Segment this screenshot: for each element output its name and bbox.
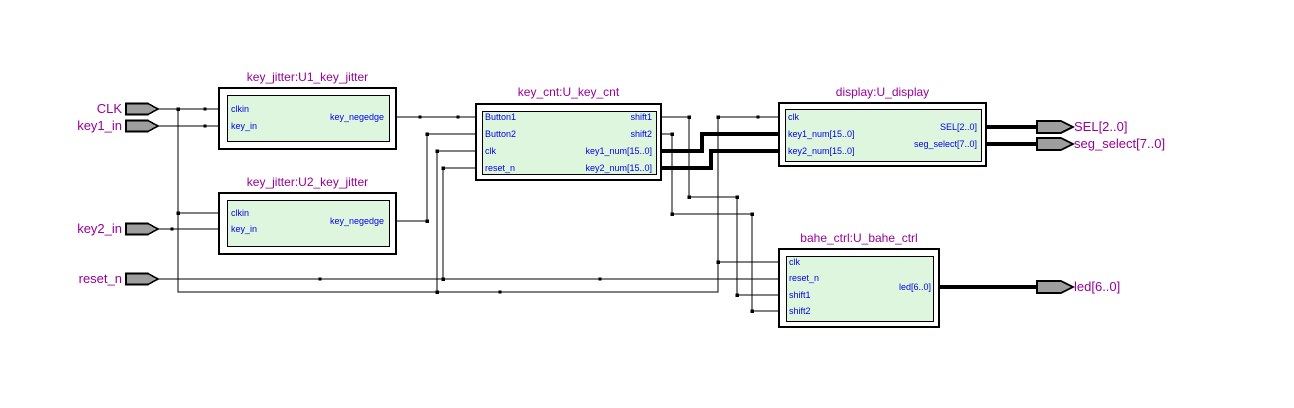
input-pin-label-reset-n: reset_n	[78, 271, 122, 286]
wire-tick	[687, 115, 691, 119]
port-keycnt-key1-num: key1_num[15..0]	[585, 146, 652, 156]
port-bahe-shift2: shift2	[789, 306, 811, 316]
wire-tick	[456, 115, 460, 119]
wire-tick	[441, 277, 445, 281]
port-display-sel: SEL[2..0]	[939, 122, 977, 132]
port-bahe-reset-n: reset_n	[789, 273, 820, 283]
wire-tick	[498, 290, 502, 294]
port-keycnt-reset-n: reset_n	[485, 163, 516, 173]
input-pin-label-key1-in: key1_in	[77, 118, 122, 133]
output-pin-label-seg-select: seg_select[7..0]	[1074, 136, 1166, 151]
port-bahe-shift1: shift1	[789, 290, 811, 300]
block-key-cnt[interactable]	[475, 103, 662, 181]
block-u1-key-jitter[interactable]	[218, 87, 397, 150]
block-bahe-ctrl-inner	[786, 256, 934, 322]
wire-tick	[670, 132, 674, 136]
input-pin-key2-in[interactable]	[125, 222, 160, 236]
block-u2-key-jitter[interactable]	[218, 192, 397, 255]
port-keycnt-key2-num: key2_num[15..0]	[585, 163, 652, 173]
wire-tick	[176, 211, 180, 215]
port-u1-key-in: key_in	[231, 121, 258, 131]
net-shift2[interactable]	[656, 133, 785, 312]
wire-tick	[756, 115, 760, 119]
input-pin-label-clk: CLK	[96, 101, 122, 116]
block-display[interactable]	[778, 102, 987, 167]
block-title-bahe-ctrl: bahe_ctrl:U_bahe_ctrl	[800, 231, 918, 245]
wire-tick	[670, 212, 674, 216]
wire-tick	[425, 219, 429, 223]
port-display-clk: clk	[788, 112, 799, 122]
wire-tick	[425, 132, 429, 136]
wire-tick	[441, 166, 445, 170]
port-keycnt-clk: clk	[485, 146, 496, 156]
port-keycnt-button1: Button1	[485, 112, 517, 122]
input-pin-key1-in[interactable]	[125, 119, 160, 133]
output-pin-sel[interactable]	[1036, 120, 1076, 134]
wire-tick	[735, 293, 739, 297]
wire-tick	[735, 195, 739, 199]
wire-tick	[318, 277, 322, 281]
port-u2-key-in: key_in	[231, 224, 258, 234]
input-pin-reset-n[interactable]	[125, 272, 160, 286]
output-pin-led[interactable]	[1036, 280, 1076, 294]
port-display-key2-num: key2_num[15..0]	[788, 146, 855, 156]
wire-tick	[687, 195, 691, 199]
net-clk-rail[interactable]	[177, 109, 784, 293]
block-title-key-cnt: key_cnt:U_key_cnt	[517, 85, 620, 99]
port-display-seg-select: seg_select[7..0]	[913, 139, 977, 149]
wire-tick	[203, 107, 207, 111]
wire-tick	[750, 212, 754, 216]
port-keycnt-shift1: shift1	[630, 112, 652, 122]
port-bahe-led: led[6..0]	[898, 282, 931, 292]
output-pin-label-sel: SEL[2..0]	[1074, 119, 1128, 134]
wire-tick	[170, 227, 174, 231]
block-title-u1-key-jitter: key_jitter:U1_key_jitter	[246, 70, 369, 84]
wire-tick	[418, 115, 422, 119]
port-bahe-clk: clk	[789, 257, 800, 267]
wire-tick	[750, 309, 754, 313]
block-u1-inner	[227, 95, 390, 142]
net-resetn-to-keycnt[interactable]	[442, 167, 481, 279]
bus-key1num[interactable]	[654, 132, 784, 153]
port-u1-key-negedge: key_negedge	[329, 112, 384, 122]
block-display-inner	[785, 109, 982, 162]
wire-tick	[435, 290, 439, 294]
wire-tick	[176, 107, 180, 111]
block-title-u2-key-jitter: key_jitter:U2_key_jitter	[246, 175, 369, 189]
net-u2-negedge-to-button2[interactable]	[390, 133, 481, 222]
block-bahe-ctrl[interactable]	[778, 248, 940, 328]
port-u2-clkin: clkin	[231, 208, 250, 218]
wire-tick	[435, 149, 439, 153]
port-u2-key-negedge: key_negedge	[329, 216, 384, 226]
input-pin-label-key2-in: key2_in	[77, 221, 122, 236]
output-pin-seg-select[interactable]	[1036, 137, 1076, 151]
port-keycnt-button2: Button2	[485, 129, 517, 139]
input-pin-clk[interactable]	[125, 102, 160, 116]
wire-tick	[203, 124, 207, 128]
wire-tick	[598, 277, 602, 281]
port-keycnt-shift2: shift2	[630, 129, 652, 139]
output-pin-label-led: led[6..0]	[1074, 279, 1121, 294]
port-u1-clkin: clkin	[231, 104, 250, 114]
net-shift1[interactable]	[656, 116, 785, 296]
wire-tick	[716, 260, 720, 264]
wire-tick	[716, 115, 720, 119]
block-u2-inner	[227, 200, 390, 247]
bus-key2num[interactable]	[654, 149, 784, 170]
block-key-cnt-inner	[482, 111, 657, 175]
port-display-key1-num: key1_num[15..0]	[788, 129, 855, 139]
block-title-display: display:U_display	[835, 85, 930, 99]
